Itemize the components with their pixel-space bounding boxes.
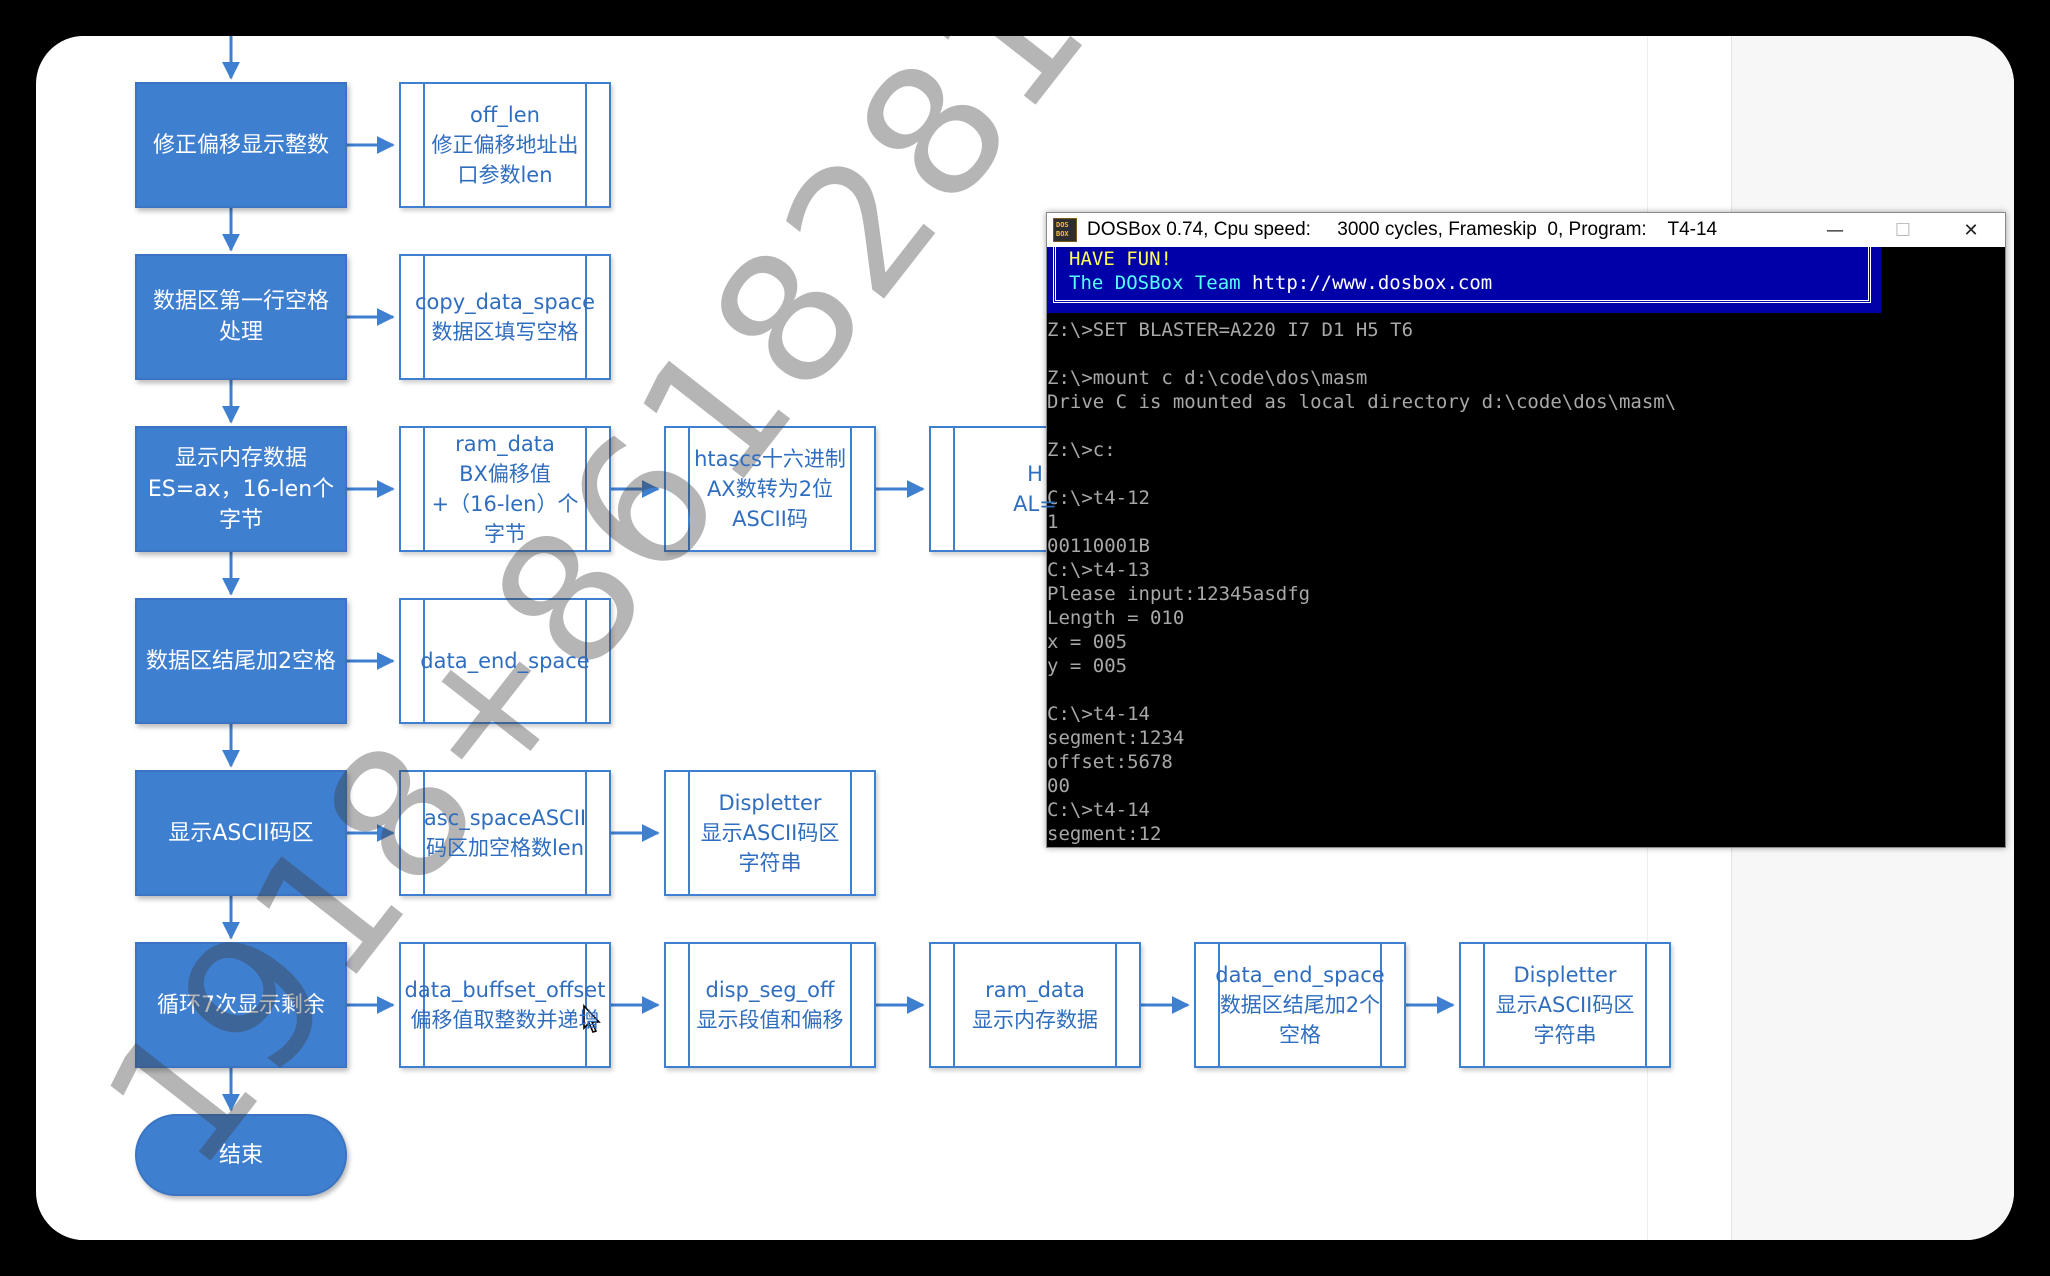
banner-url-link[interactable]: http://www.dosbox.com	[1252, 272, 1493, 294]
banner-line-team: The DOSBox Team http://www.dosbox.com	[1069, 271, 1492, 295]
subprocess-htascs[interactable]: htascs十六进制AX数转为2位ASCII码	[664, 426, 876, 552]
flow-node-end[interactable]: 结束	[135, 1114, 347, 1196]
flow-node-label: 显示内存数据ES=ax，16-len个字节	[147, 445, 335, 533]
dosbox-titlebar[interactable]: DOSBox 0.74, Cpu speed: 3000 cycles, Fra…	[1047, 213, 2005, 248]
subprocess-ram-data-2[interactable]: ram_data 显示内存数据	[929, 942, 1141, 1068]
flow-node-first-row-space[interactable]: 数据区第一行空格处理	[135, 254, 347, 380]
subprocess-data-end-space[interactable]: data_end_space	[399, 598, 611, 724]
subprocess-disp-seg-off[interactable]: disp_seg_off 显示段值和偏移	[664, 942, 876, 1068]
subprocess-label: data_end_space	[420, 649, 590, 673]
flow-node-show-memory[interactable]: 显示内存数据ES=ax，16-len个字节	[135, 426, 347, 552]
console-line: C:\>t4-12	[1047, 487, 1150, 509]
banner-frame	[1053, 247, 1871, 303]
maximize-icon: ☐	[1894, 219, 1912, 241]
subprocess-label: ram_data 显示内存数据	[972, 978, 1098, 1032]
desktop-screen: 修正偏移显示整数 数据区第一行空格处理 显示内存数据ES=ax，16-len个字…	[36, 36, 2014, 1240]
console-line: C:\>t4-14	[1047, 703, 1150, 725]
minimize-button[interactable]: —	[1801, 213, 1869, 247]
subprocess-copy-data-space[interactable]: copy_data_space数据区填写空格	[399, 254, 611, 380]
console-line: Drive C is mounted as local directory d:…	[1047, 391, 1677, 413]
flow-node-label: 循环7次显示剩余	[157, 992, 325, 1018]
console-line: Length = 010	[1047, 607, 1185, 629]
subprocess-off-len[interactable]: off_len 修正偏移地址出口参数len	[399, 82, 611, 208]
console-line: segment:1234	[1047, 727, 1185, 749]
subprocess-label: data_end_space数据区结尾加2个空格	[1215, 963, 1385, 1047]
subprocess-label: copy_data_space数据区填写空格	[414, 290, 596, 344]
console-line: Z:\>mount c d:\code\dos\masm	[1047, 367, 1368, 389]
flow-node-show-ascii[interactable]: 显示ASCII码区	[135, 770, 347, 896]
subprocess-label: off_len 修正偏移地址出口参数len	[431, 103, 579, 187]
console-line: 1	[1047, 511, 1059, 533]
close-button[interactable]: ✕	[1937, 213, 2005, 247]
console-line: y = 005	[1047, 655, 1128, 677]
flow-node-data-end-space[interactable]: 数据区结尾加2空格	[135, 598, 347, 724]
dosbox-window-title: DOSBox 0.74, Cpu speed: 3000 cycles, Fra…	[1087, 219, 1718, 240]
banner-line-have-fun: HAVE FUN!	[1069, 248, 1172, 270]
flow-node-loop-7[interactable]: 循环7次显示剩余	[135, 942, 347, 1068]
flow-node-label: 数据区结尾加2空格	[146, 648, 336, 674]
dosbox-window[interactable]: DOSBox 0.74, Cpu speed: 3000 cycles, Fra…	[1046, 212, 2006, 848]
flow-node-label: 数据区第一行空格处理	[152, 289, 329, 345]
console-line: C:\>t4-13	[1047, 559, 1150, 581]
console-line: x = 005	[1047, 631, 1128, 653]
subprocess-label: Displetter 显示ASCII码区字符串	[700, 791, 840, 875]
subprocess-label: Displetter 显示ASCII码区字符串	[1495, 963, 1635, 1047]
subprocess-label: H AL=	[1013, 462, 1057, 516]
minimize-icon: —	[1826, 219, 1844, 241]
subprocess-label: disp_seg_off 显示段值和偏移	[696, 978, 844, 1032]
console-line: offset:5678	[1047, 751, 1173, 773]
dosbox-console[interactable]: HAVE FUN! The DOSBox Team http://www.dos…	[1047, 247, 2005, 847]
subprocess-ram-data[interactable]: ram_data BX偏移值+（16-len）个字节	[399, 426, 611, 552]
subprocess-label: data_buffset_offset偏移值取整数并递增	[404, 978, 606, 1032]
flow-node-label: 结束	[218, 1142, 263, 1168]
subprocess-data-buffset-offset[interactable]: data_buffset_offset偏移值取整数并递增	[399, 942, 611, 1068]
subprocess-displetter-2[interactable]: Displetter 显示ASCII码区字符串	[1459, 942, 1671, 1068]
subprocess-label: asc_spaceASCII码区加空格数len	[423, 806, 587, 860]
console-line: Z:\>SET BLASTER=A220 I7 D1 H5 T6	[1047, 319, 1414, 341]
close-icon: ✕	[1963, 219, 1979, 241]
flow-node-fix-offset[interactable]: 修正偏移显示整数	[135, 82, 347, 208]
subprocess-asc-space[interactable]: asc_spaceASCII码区加空格数len	[399, 770, 611, 896]
console-line: C:\>t4-14	[1047, 799, 1150, 821]
console-line: Z:\>c:	[1047, 439, 1116, 461]
subprocess-displetter[interactable]: Displetter 显示ASCII码区字符串	[664, 770, 876, 896]
banner-team-text: The DOSBox Team	[1069, 272, 1253, 294]
dosbox-welcome-banner: HAVE FUN! The DOSBox Team http://www.dos…	[1047, 247, 1881, 313]
subprocess-label: htascs十六进制AX数转为2位ASCII码	[694, 447, 846, 531]
console-line: 00	[1047, 775, 1070, 797]
dosbox-app-icon	[1053, 218, 1077, 242]
console-line: 00110001B	[1047, 535, 1150, 557]
console-line: Please input:12345asdfg	[1047, 583, 1311, 605]
subprocess-label: ram_data BX偏移值+（16-len）个字节	[431, 432, 579, 546]
flow-node-label: 修正偏移显示整数	[152, 132, 329, 158]
maximize-button[interactable]: ☐	[1869, 213, 1937, 247]
flow-node-label: 显示ASCII码区	[168, 820, 314, 846]
subprocess-data-end-space-2[interactable]: data_end_space数据区结尾加2个空格	[1194, 942, 1406, 1068]
console-line: segment:12	[1047, 823, 1162, 845]
